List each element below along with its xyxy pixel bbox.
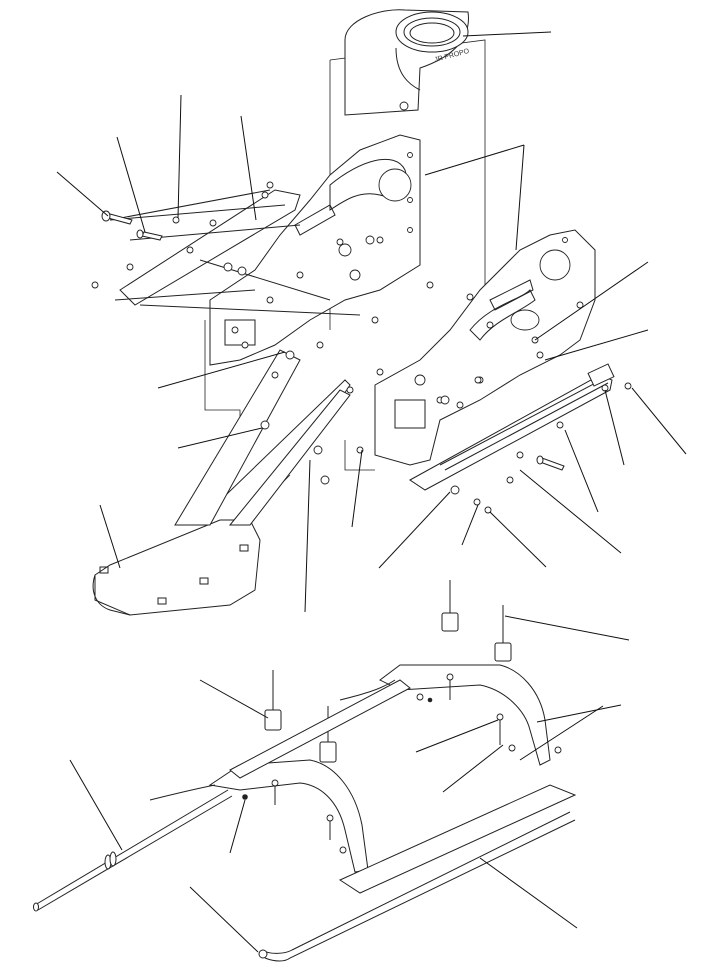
front-landing-strut <box>149 759 369 873</box>
leader-line <box>69 759 123 851</box>
leader-line <box>461 504 479 546</box>
right-frame-rails <box>409 363 615 491</box>
leader-line <box>534 261 649 341</box>
rear-landing-strut <box>339 664 551 766</box>
leader-line <box>504 615 630 641</box>
right-frame-plate <box>374 229 596 466</box>
leader-line <box>442 744 504 793</box>
leader-line <box>489 511 547 568</box>
landing-gear-assembly <box>33 580 577 962</box>
leader-line <box>304 459 311 613</box>
leader-line <box>424 144 525 176</box>
leader-line <box>351 449 363 528</box>
screw <box>136 229 163 241</box>
strut-link-bar <box>229 679 411 779</box>
landing-gear-standoffs <box>264 580 512 763</box>
leader-line <box>177 94 182 219</box>
callout-leader-lines <box>56 31 687 953</box>
leader-line <box>56 171 109 217</box>
leader-line <box>462 31 552 37</box>
leader-line <box>519 705 604 761</box>
leader-line <box>415 719 499 753</box>
bottom-tray <box>92 349 351 616</box>
leader-line <box>378 491 451 569</box>
upper-hardware <box>91 181 632 514</box>
leader-line <box>604 389 625 466</box>
leader-line <box>479 857 578 929</box>
leader-line <box>116 136 146 233</box>
screw <box>101 210 133 225</box>
leader-line <box>199 679 269 719</box>
leader-line <box>157 351 286 389</box>
leader-line <box>189 886 259 953</box>
fan-shroud: JR PROPO <box>344 9 471 116</box>
front-skid-pipe <box>258 811 576 962</box>
leader-line <box>229 799 246 854</box>
leader-line <box>515 144 525 251</box>
leader-line <box>177 427 263 449</box>
leader-line <box>536 704 622 723</box>
leader-line <box>544 329 649 361</box>
leader-line <box>631 387 687 455</box>
leader-line <box>240 115 257 221</box>
screw <box>536 455 565 471</box>
upper-frame-assembly: JR PROPO <box>91 9 632 616</box>
left-frame-plate <box>209 134 421 366</box>
left-skid-pipe <box>33 789 233 912</box>
leader-line <box>564 429 599 513</box>
skid-pipe-cover <box>338 784 577 894</box>
left-frame-rails <box>109 189 361 316</box>
leader-line <box>519 469 622 554</box>
leader-line <box>99 504 121 569</box>
lower-hardware <box>242 673 562 854</box>
